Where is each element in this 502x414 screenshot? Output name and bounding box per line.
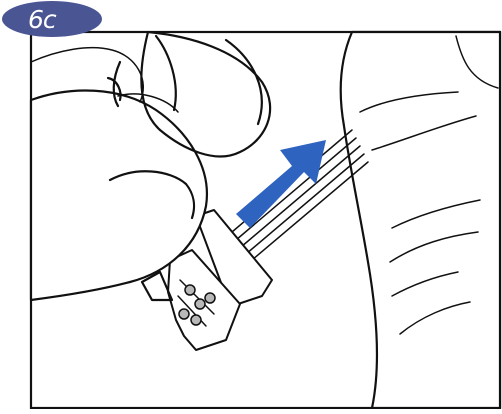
step-label: 6c <box>28 5 57 34</box>
bristle-tuft <box>191 315 201 325</box>
bristle-tuft <box>205 293 215 303</box>
bristle-tuft <box>195 299 205 309</box>
bristle-tuft <box>179 309 189 319</box>
step-badge: 6c <box>2 1 102 37</box>
bristle-tuft <box>185 285 195 295</box>
